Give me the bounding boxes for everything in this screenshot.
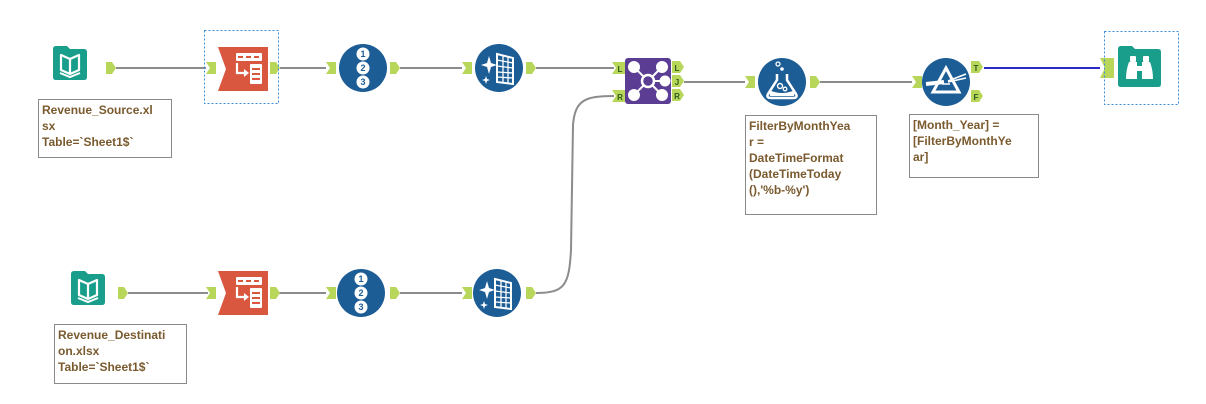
anchor-label: L xyxy=(618,65,623,74)
sparkle-table-icon xyxy=(479,277,512,311)
annotation-filter: [Month_Year] = [FilterByMonthYe ar] xyxy=(909,114,1039,178)
annotation-input2: Revenue_Destinati on.xlsx Table=`Sheet1$… xyxy=(54,324,187,384)
input-anchor[interactable] xyxy=(462,287,472,299)
join-input-anchor-l[interactable]: L xyxy=(612,62,625,74)
binoculars-icon xyxy=(1126,56,1153,79)
output-anchor[interactable] xyxy=(270,62,280,74)
join-tool[interactable] xyxy=(625,58,671,104)
select-icon xyxy=(235,277,262,308)
output-anchor[interactable] xyxy=(390,287,400,299)
input-anchor[interactable] xyxy=(326,287,336,299)
input-anchor[interactable] xyxy=(206,62,216,74)
input-data-tool[interactable] xyxy=(71,271,105,305)
join-output-anchor-r[interactable]: R xyxy=(672,89,684,101)
svg-text:1: 1 xyxy=(360,49,365,59)
numbered-list-icon: 1 2 3 xyxy=(356,47,370,89)
formula-tool[interactable] xyxy=(758,58,806,106)
output-anchor[interactable] xyxy=(106,62,116,74)
svg-text:1: 1 xyxy=(358,274,363,284)
anchor-label: J xyxy=(675,78,679,87)
output-anchor[interactable] xyxy=(270,287,280,299)
svg-text:2: 2 xyxy=(358,288,363,298)
record-id-tool[interactable]: 1 2 3 xyxy=(339,44,387,92)
record-id-tool[interactable]: 1 2 3 xyxy=(337,269,385,317)
join-network-icon xyxy=(628,61,671,101)
filter-true-anchor[interactable]: T xyxy=(971,61,983,73)
book-icon xyxy=(59,53,81,76)
output-anchor[interactable] xyxy=(526,62,536,74)
input-anchor[interactable] xyxy=(912,76,922,88)
input-anchor[interactable] xyxy=(326,62,336,74)
anchor-label: L xyxy=(675,64,680,73)
anchor-label: R xyxy=(674,92,680,101)
data-cleansing-tool[interactable] xyxy=(473,269,521,317)
flask-icon xyxy=(766,61,798,100)
anchor-label: F xyxy=(974,93,979,102)
sparkle-table-icon xyxy=(481,52,514,86)
selection-outline xyxy=(1104,31,1179,105)
select-tool[interactable] xyxy=(218,47,268,91)
input-anchor[interactable] xyxy=(462,62,472,74)
output-anchor[interactable] xyxy=(118,287,128,299)
output-anchor[interactable] xyxy=(390,62,400,74)
anchor-label: R xyxy=(617,93,623,102)
select-icon xyxy=(235,53,262,84)
connection-cleanse2-join-r[interactable] xyxy=(535,95,615,294)
connections xyxy=(116,67,1100,294)
svg-text:3: 3 xyxy=(360,77,365,87)
annotation-formula: FilterByMonthYea r = DateTimeFormat (Dat… xyxy=(745,115,877,215)
numbered-list-icon: 1 2 3 xyxy=(354,272,368,314)
join-output-anchor-l[interactable]: L xyxy=(672,61,684,73)
svg-text:2: 2 xyxy=(360,63,365,73)
filter-false-anchor[interactable]: F xyxy=(971,90,983,102)
browse-tool[interactable] xyxy=(1118,46,1161,87)
anchor-label: T xyxy=(974,64,979,73)
annotation-input1: Revenue_Source.xl sx Table=`Sheet1$` xyxy=(38,99,172,158)
output-anchor[interactable] xyxy=(810,76,820,88)
selection-outline xyxy=(204,30,279,104)
svg-text:3: 3 xyxy=(358,302,363,312)
browse-input-anchor[interactable] xyxy=(1100,58,1114,78)
filter-tool[interactable] xyxy=(922,58,970,106)
input-data-tool[interactable] xyxy=(53,46,87,80)
prism-icon xyxy=(925,64,967,94)
input-anchor[interactable] xyxy=(745,76,755,88)
data-cleansing-tool[interactable] xyxy=(475,44,523,92)
join-input-anchor-r[interactable]: R xyxy=(612,90,625,102)
output-anchor[interactable] xyxy=(526,287,536,299)
select-tool[interactable] xyxy=(218,271,268,315)
book-icon xyxy=(77,278,99,301)
join-output-anchor-j[interactable]: J xyxy=(672,75,684,87)
